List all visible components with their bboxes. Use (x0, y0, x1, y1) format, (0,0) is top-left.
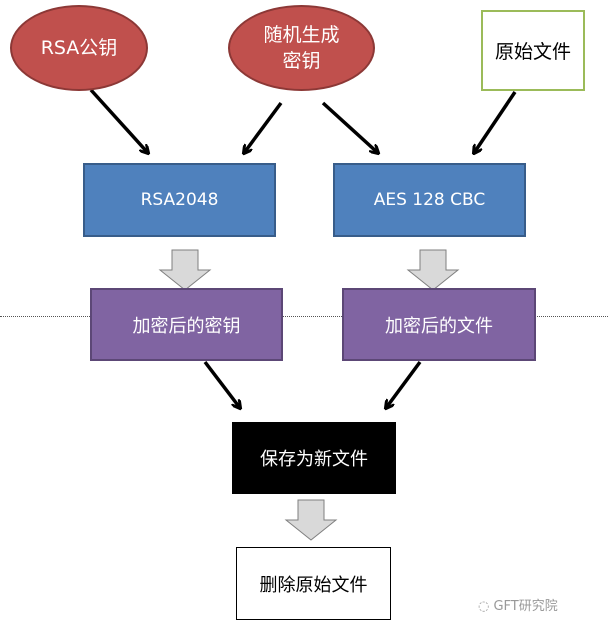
label: RSA2048 (140, 190, 219, 210)
aes-node: AES 128 CBC (333, 163, 526, 237)
encrypted-key-node: 加密后的密钥 (90, 288, 283, 361)
block-arrow-down-icon (284, 499, 338, 541)
wechat-icon: ◌ (478, 599, 494, 614)
arrow-randkey-to-rsa2048 (244, 101, 283, 153)
label: 加密后的文件 (385, 315, 493, 337)
label: AES 128 CBC (373, 190, 486, 210)
block-arrow-down-icon (158, 249, 212, 291)
label: 原始文件 (494, 41, 571, 63)
rsa2048-node: RSA2048 (83, 163, 276, 237)
dotted-divider (0, 316, 608, 317)
label: 加密后的密钥 (132, 315, 241, 337)
label: 密钥 (282, 50, 321, 72)
watermark-text: GFT研究院 (493, 599, 558, 614)
rsa-public-key-node: RSA公钥 (10, 5, 148, 91)
encrypted-file-node: 加密后的文件 (342, 288, 536, 361)
random-key-node: 随机生成密钥 (228, 5, 375, 91)
arrow-encfile-to-save (386, 360, 422, 408)
label: 保存为新文件 (260, 449, 368, 470)
arrow-rsakey-to-rsa2048 (89, 88, 148, 153)
arrow-randkey-to-aes (321, 101, 378, 153)
original-file-node: 原始文件 (481, 10, 585, 91)
label: 随机生成 (263, 24, 340, 46)
label: RSA公钥 (40, 37, 118, 59)
block-arrow-down-icon (406, 249, 460, 291)
save-new-file-node: 保存为新文件 (232, 422, 396, 494)
label: 删除原始文件 (259, 574, 368, 596)
arrow-enckey-to-save (203, 360, 240, 408)
watermark-footer: ◌ GFT研究院 (478, 595, 558, 614)
delete-original-node: 删除原始文件 (236, 547, 391, 620)
arrow-file-to-aes (474, 91, 517, 153)
